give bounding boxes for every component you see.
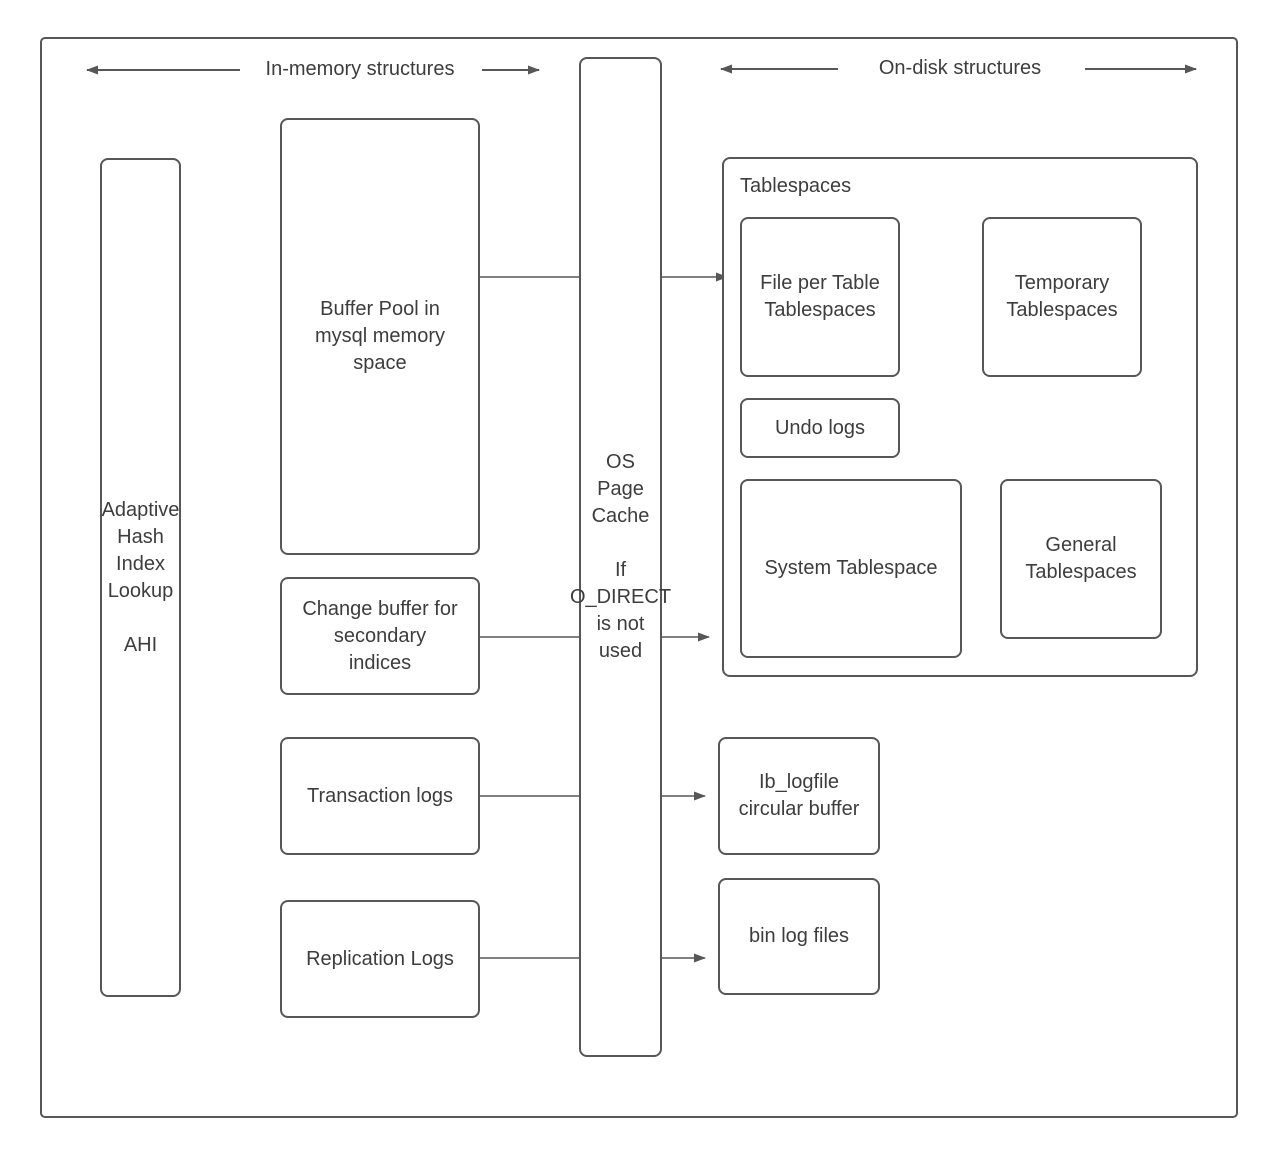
node-adaptive-hash-index: Adaptive Hash Index Lookup AHI xyxy=(100,158,181,997)
node-general-tablespaces: General Tablespaces xyxy=(1000,479,1162,639)
node-transaction-logs: Transaction logs xyxy=(280,737,480,855)
header-on-disk-structures: On-disk structures xyxy=(878,57,1042,79)
node-temporary-tablespaces: Temporary Tablespaces xyxy=(982,217,1142,377)
node-change-buffer-label: Change buffer for secondary indices xyxy=(302,597,458,674)
container-tablespaces-label: Tablespaces xyxy=(740,175,852,197)
node-os-page-cache-label: OS Page Cache If O_DIRECT is not used xyxy=(569,451,672,662)
node-file-per-table-tablespaces: File per Table Tablespaces xyxy=(740,217,900,377)
node-ib-logfile-circular-buffer: Ib_logfile circular buffer xyxy=(718,737,880,855)
node-general-tablespaces-label: General Tablespaces xyxy=(1025,534,1137,583)
node-os-page-cache: OS Page Cache If O_DIRECT is not used xyxy=(570,57,671,1057)
node-transaction-logs-label: Transaction logs xyxy=(307,784,453,807)
node-adaptive-hash-index-label: Adaptive Hash Index Lookup AHI xyxy=(101,498,180,656)
node-bin-log-files: bin log files xyxy=(718,878,880,995)
node-file-per-table-tablespaces-label: File per Table Tablespaces xyxy=(760,272,880,321)
node-system-tablespace-label: System Tablespace xyxy=(764,557,938,579)
diagram-frame xyxy=(40,37,1238,1118)
node-change-buffer: Change buffer for secondary indices xyxy=(280,577,480,695)
node-buffer-pool: Buffer Pool in mysql memory space xyxy=(280,118,480,555)
node-undo-logs: Undo logs xyxy=(740,398,900,458)
node-replication-logs: Replication Logs xyxy=(280,900,480,1018)
node-temporary-tablespaces-label: Temporary Tablespaces xyxy=(1006,272,1118,321)
node-buffer-pool-label: Buffer Pool in mysql memory space xyxy=(314,298,445,374)
header-in-memory-structures: In-memory structures xyxy=(265,58,455,80)
node-undo-logs-label: Undo logs xyxy=(774,416,866,439)
node-ib-logfile-circular-buffer-label: Ib_logfile circular buffer xyxy=(738,771,860,820)
node-system-tablespace: System Tablespace xyxy=(740,479,962,658)
node-replication-logs-label: Replication Logs xyxy=(306,947,454,970)
node-bin-log-files-label: bin log files xyxy=(748,925,850,947)
